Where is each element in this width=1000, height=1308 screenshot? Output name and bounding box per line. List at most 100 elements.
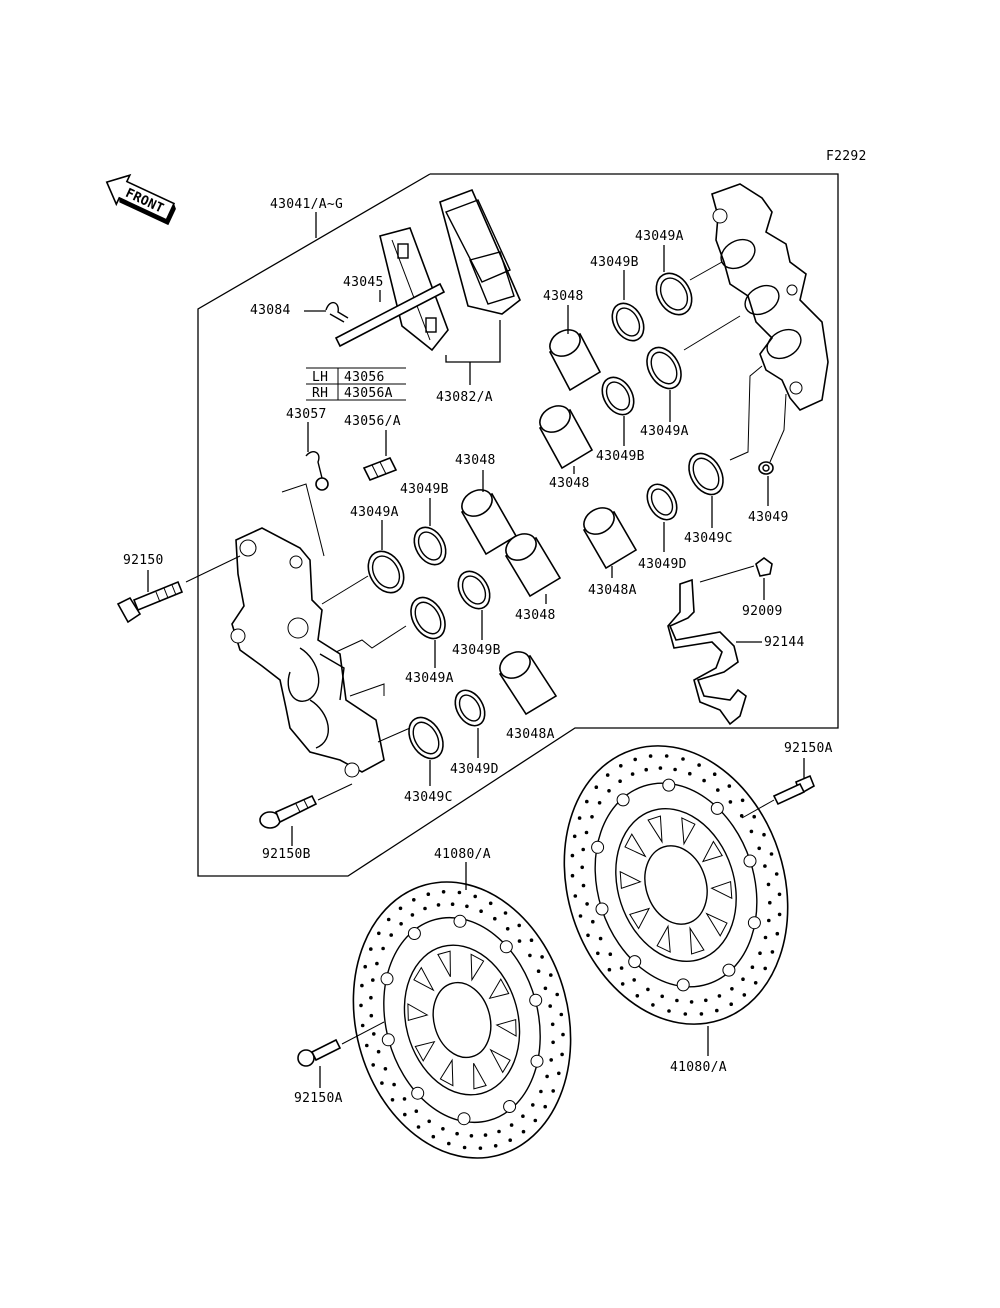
disc-perforation [410,913,415,917]
disc-perforation [664,754,669,758]
disc-perforation [635,994,640,998]
disc-perforation [675,998,679,1003]
disc-perforation [633,757,637,762]
label-92009: 92009 [742,604,783,619]
label-caliper-assembly: 43041/A~G [270,197,343,212]
disc-spoke-cutout [488,978,510,1000]
disc-rivet [530,1054,544,1068]
disc-perforation [555,992,559,997]
disc-spoke-cutout [647,815,663,844]
disc-perforation [683,1012,688,1016]
disc-perforation [398,906,403,911]
disc-perforation [594,785,599,789]
disc-perforation [528,953,532,958]
disc-perforation [632,978,636,982]
disc-rivet [380,972,394,986]
disc-perforation [590,815,594,819]
disc-perforation [462,1145,467,1150]
label-r-43049b-top: 43049B [590,255,639,270]
bracket-92144 [667,578,747,726]
disc-spoke-cutout [681,817,696,846]
disc-perforation [551,1089,555,1093]
disc-perforation [775,931,780,936]
disc-spoke-cutout [439,1058,454,1087]
disc-perforation [777,912,782,917]
disc-perforation [619,966,624,970]
disc-perforation [598,936,603,941]
disc-perforation [704,998,708,1003]
table-rh: RH [312,386,328,401]
disc-perforation [543,986,548,991]
disc-perforation [479,909,483,913]
disc-spoke-cutout [624,833,647,858]
disc-perforation [377,931,381,936]
disc-rivet [407,927,421,940]
table-lh-part: 43056 [344,370,385,385]
right-seal-43049b-mid [601,376,635,416]
disc-perforation [749,829,754,834]
disc-perforation [618,779,622,783]
disc-perforation [559,1012,564,1017]
disc-perforation [712,772,717,776]
disc-perforation [509,1123,514,1127]
label-92150a-bottom: 92150A [294,1091,343,1106]
disc-perforation [483,1133,488,1137]
disc-perforation [503,911,508,915]
label-l-43049a-mid: 43049A [405,671,454,686]
table-lh: LH [312,370,328,385]
disc-perforation [717,994,722,998]
disc-perforation [521,1129,526,1134]
disc-perforation [758,951,762,955]
disc-perforation [763,966,767,971]
disc-perforation [573,894,578,898]
disc-perforation [730,987,734,991]
disc-perforation [450,902,455,906]
disc-perforation [762,832,766,837]
disc-perforation [363,964,368,969]
right-seal-43049b-top [611,302,645,342]
disc-perforation [540,955,544,959]
label-r-43048-top: 43048 [543,289,584,304]
disc-perforation [766,882,771,887]
right-seal-43049c [688,452,724,496]
disc-perforation [488,901,493,906]
disc-spoke-cutout [701,840,723,863]
disc-perforation [591,919,595,924]
disc-perforation [572,834,577,839]
disc-perforation [605,773,610,777]
bleeder-cap-43049 [758,461,774,475]
disc-perforation [767,918,771,923]
disc-rivet [662,778,676,792]
label-l-43048-mid: 43048 [515,608,556,623]
disc-spoke-cutout [414,1040,436,1062]
disc-perforation [739,814,744,818]
disc-perforation [742,993,747,997]
left-seal-43049a-mid [410,596,446,640]
label-r-43049: 43049 [748,510,789,525]
disc-perforation [536,969,541,973]
disc-perforation [375,961,379,966]
disc-perforation [543,1104,547,1109]
front-arrow-icon: FRONT [105,173,176,226]
disc-perforation [681,757,685,761]
disc-perforation [360,1023,365,1028]
pad-pin [334,282,446,348]
disc-perforation [383,1067,388,1071]
disc-perforation [412,898,416,902]
disc-perforation [550,1022,555,1027]
caliper-left-half [230,527,385,778]
disc-perforation [715,1008,719,1013]
label-disc-left: 41080/A [434,847,491,862]
pin-clip [325,302,349,323]
disc-perforation [447,1141,451,1146]
left-piston-43048-mid [504,533,562,598]
brake-disc-right [563,745,789,1025]
disc-spoke-cutout [473,1063,487,1090]
label-r-43049a-top: 43049A [635,229,684,244]
label-43045: 43045 [343,275,384,290]
disc-perforation [648,754,653,758]
disc-perforation [386,917,391,922]
left-seal-43049b-mid [457,570,491,610]
disc-perforation [533,1118,538,1123]
label-r-43048a: 43048A [588,583,637,598]
